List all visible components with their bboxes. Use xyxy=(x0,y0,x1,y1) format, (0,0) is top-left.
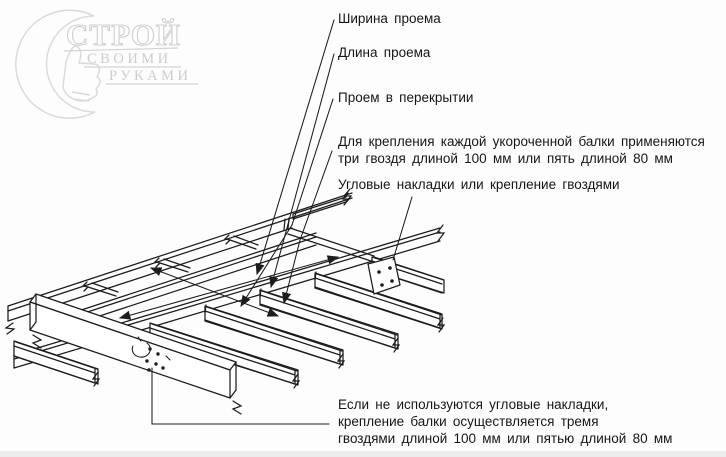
bottom-note-leader-line xyxy=(151,367,330,425)
nailing-leader-line xyxy=(282,150,333,305)
label-opening: Проем в перекрытии xyxy=(338,90,474,105)
thumbs-up-icon xyxy=(62,45,101,102)
label-angle-plates: Угловые накладки или крепление гвоздями xyxy=(338,177,620,192)
label-no-plates-line2: крепление балки осуществляется тремя xyxy=(338,414,599,429)
length-leader-line xyxy=(269,53,335,289)
opening-leader-line xyxy=(240,98,334,307)
left-trimmer-joist xyxy=(29,293,243,415)
floor-frame xyxy=(4,188,446,415)
watermark-word-rukami: РУКАМИ xyxy=(109,68,191,84)
watermark-logo: СТРОЙ СВОИМИ РУКАМИ xyxy=(15,9,198,119)
length-dimension-arrow xyxy=(118,255,340,320)
label-opening-width: Ширина проема xyxy=(338,11,441,26)
label-no-plates-line1: Если не используются угловые накладки, xyxy=(338,397,609,412)
page-bottom-edge xyxy=(0,451,726,457)
width-leader-line xyxy=(255,19,335,276)
watermark-word-stroy: СТРОЙ xyxy=(66,17,181,52)
angle-plate xyxy=(367,256,401,295)
watermark-word-svoimi: СВОИМИ xyxy=(87,51,172,67)
leader-lines xyxy=(151,19,413,425)
crescent-moon-icon xyxy=(15,9,96,119)
dimension-arrows xyxy=(118,255,340,320)
label-nailing-note-line1: Для крепления каждой укороченной балки п… xyxy=(338,134,705,149)
label-no-plates-line3: гвоздями длиной 100 мм или пятью длиной … xyxy=(338,431,673,446)
label-opening-length: Длина проема xyxy=(338,45,431,60)
nail-detail xyxy=(131,336,171,372)
angle-plate-leader-line xyxy=(392,196,413,261)
label-nailing-note-line2: три гвоздя длиной 100 мм или пять длиной… xyxy=(338,151,673,166)
near-left-joist xyxy=(13,340,101,387)
